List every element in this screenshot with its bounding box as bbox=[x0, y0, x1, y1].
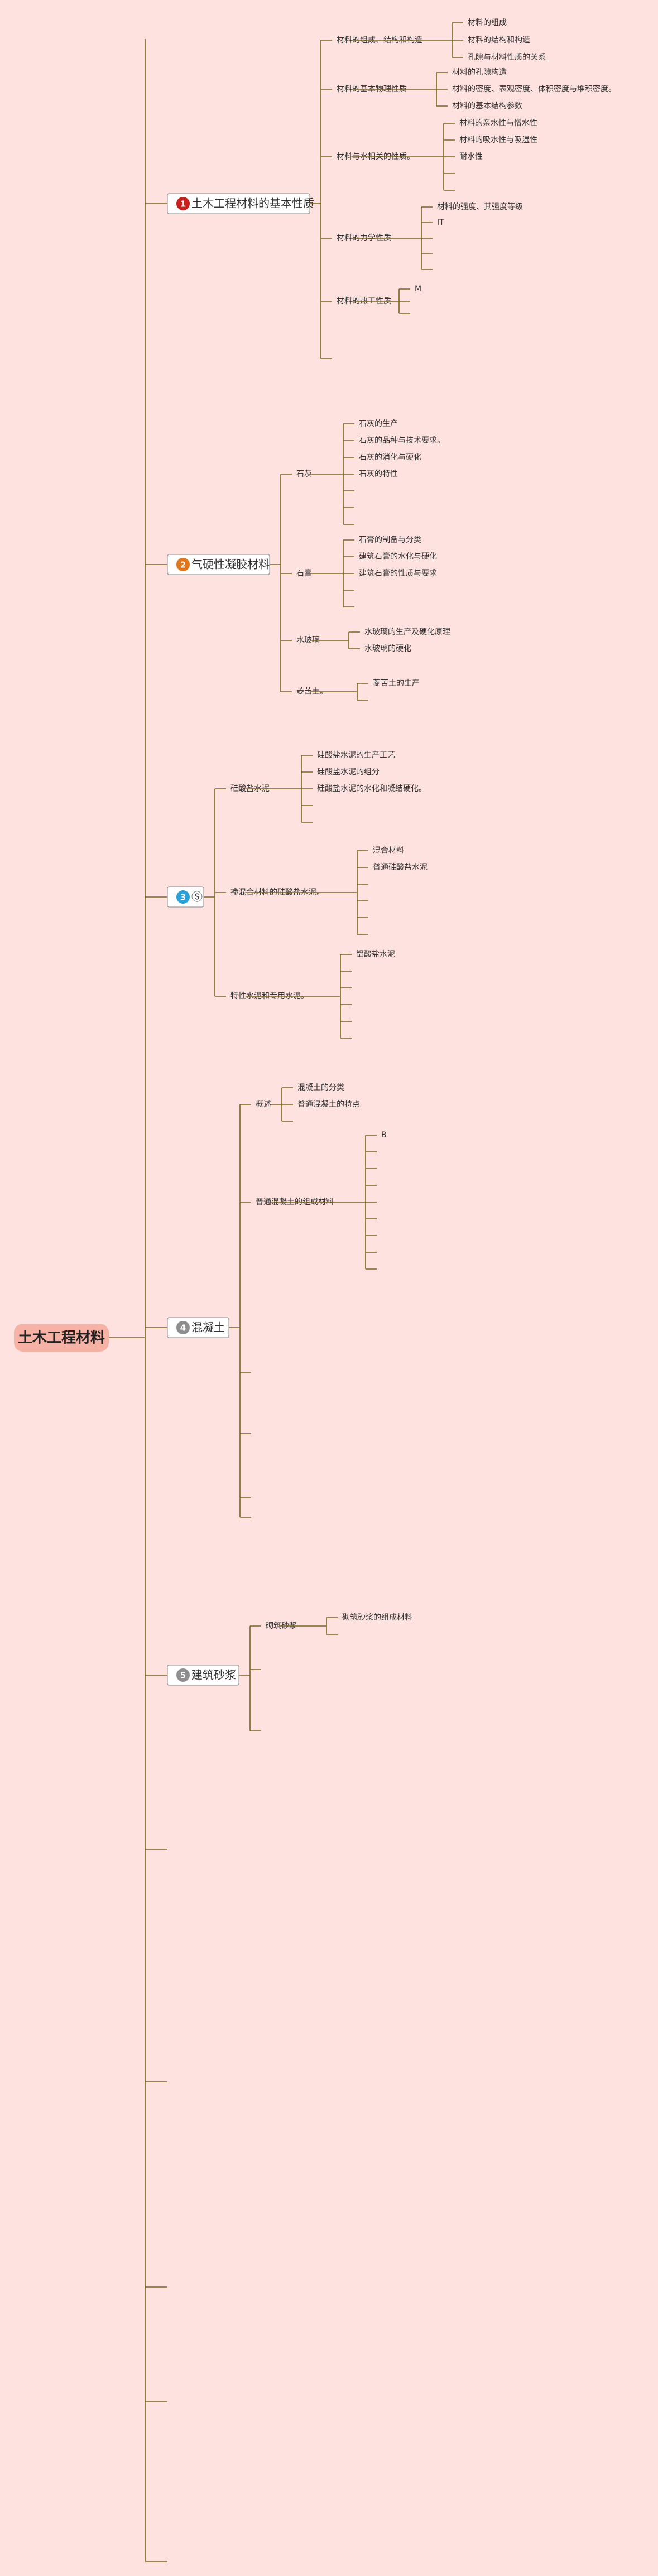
leaf-item[interactable]: 材料的孔隙构造 bbox=[452, 68, 507, 77]
leaf-item[interactable]: 铝酸盐水泥 bbox=[356, 950, 395, 959]
leaf-item[interactable]: 普通硅酸盐水泥 bbox=[373, 863, 428, 872]
leaf-item[interactable]: 材料的亲水性与憎水性 bbox=[459, 118, 537, 128]
chapter-label: 气硬性凝胶材料 bbox=[191, 558, 270, 571]
chapter-badge-2 bbox=[176, 558, 190, 571]
leaf-item[interactable]: 砌筑砂浆的组成材料 bbox=[342, 1613, 412, 1622]
leaf-item[interactable]: 材料的基本结构参数 bbox=[452, 101, 522, 110]
chapter-badge-1 bbox=[176, 197, 190, 210]
chapter-number: 3 bbox=[180, 893, 186, 903]
leaf-item[interactable]: 菱苦土的生产 bbox=[373, 679, 420, 688]
leaf-item[interactable]: 耐水性 bbox=[459, 152, 483, 161]
leaf-item[interactable]: 硅酸盐水泥的水化和凝结硬化。 bbox=[317, 784, 426, 793]
chapter-label: 建筑砂浆 bbox=[191, 1668, 236, 1682]
leaf-item[interactable]: 材料的组成 bbox=[468, 18, 507, 27]
chapter-label: Ⓢ bbox=[191, 890, 203, 904]
leaf-item[interactable]: M bbox=[415, 284, 421, 293]
chapter-badge-4 bbox=[176, 1321, 190, 1334]
leaf-item[interactable]: 硅酸盐水泥的生产工艺 bbox=[317, 751, 395, 760]
leaf-item[interactable]: 材料的吸水性与吸湿性 bbox=[459, 136, 537, 144]
leaf-item[interactable]: 混凝土的分类 bbox=[297, 1083, 344, 1092]
leaf-item[interactable]: 混合材料 bbox=[373, 846, 404, 855]
leaf-item[interactable]: 材料的结构和构造 bbox=[468, 36, 530, 45]
section-label[interactable]: 石灰 bbox=[296, 470, 312, 479]
leaf-item[interactable]: 水玻璃的生产及硬化原理 bbox=[364, 627, 450, 636]
chapter-number: 4 bbox=[180, 1323, 186, 1333]
root-node[interactable] bbox=[14, 1324, 109, 1352]
chapter-label: 混凝土 bbox=[191, 1321, 225, 1334]
leaf-item[interactable]: 建筑石膏的水化与硬化 bbox=[359, 552, 437, 561]
leaf-item[interactable]: 石灰的品种与技术要求。 bbox=[359, 436, 445, 445]
leaf-item[interactable]: 材料的密度、表观密度、体积密度与堆积密度。 bbox=[452, 84, 616, 94]
chapter-number: 5 bbox=[180, 1671, 186, 1681]
leaf-item[interactable]: 水玻璃的硬化 bbox=[364, 644, 411, 653]
chapter-badge-5 bbox=[176, 1668, 190, 1682]
chapter-number: 1 bbox=[180, 199, 186, 209]
leaf-item[interactable]: 硅酸盐水泥的组分 bbox=[317, 768, 380, 776]
leaf-item[interactable]: 石灰的消化与硬化 bbox=[359, 453, 421, 462]
section-label[interactable]: 石膏 bbox=[296, 568, 312, 578]
leaf-item[interactable]: 材料的强度、其强度等级 bbox=[437, 202, 523, 211]
leaf-item[interactable]: 普通混凝土的特点 bbox=[297, 1100, 360, 1109]
root-node-label: 土木工程材料 bbox=[18, 1330, 105, 1347]
leaf-item[interactable]: 石膏的制备与分类 bbox=[359, 535, 421, 544]
section-label[interactable]: 水玻璃 bbox=[296, 635, 320, 645]
section-label[interactable]: 概述 bbox=[256, 1100, 271, 1109]
leaf-item[interactable]: B bbox=[381, 1131, 387, 1140]
chapter-number: 2 bbox=[180, 560, 186, 570]
leaf-item[interactable]: 孔隙与材料性质的关系 bbox=[468, 53, 546, 62]
chapter-badge-3 bbox=[176, 890, 190, 904]
leaf-item[interactable]: 石灰的生产 bbox=[359, 419, 398, 428]
leaf-item[interactable]: IT bbox=[437, 218, 444, 227]
chapter-label: 土木工程材料的基本性质 bbox=[191, 197, 314, 210]
leaf-item[interactable]: 石灰的特性 bbox=[359, 470, 398, 479]
leaf-item[interactable]: 建筑石膏的性质与要求 bbox=[359, 568, 437, 578]
